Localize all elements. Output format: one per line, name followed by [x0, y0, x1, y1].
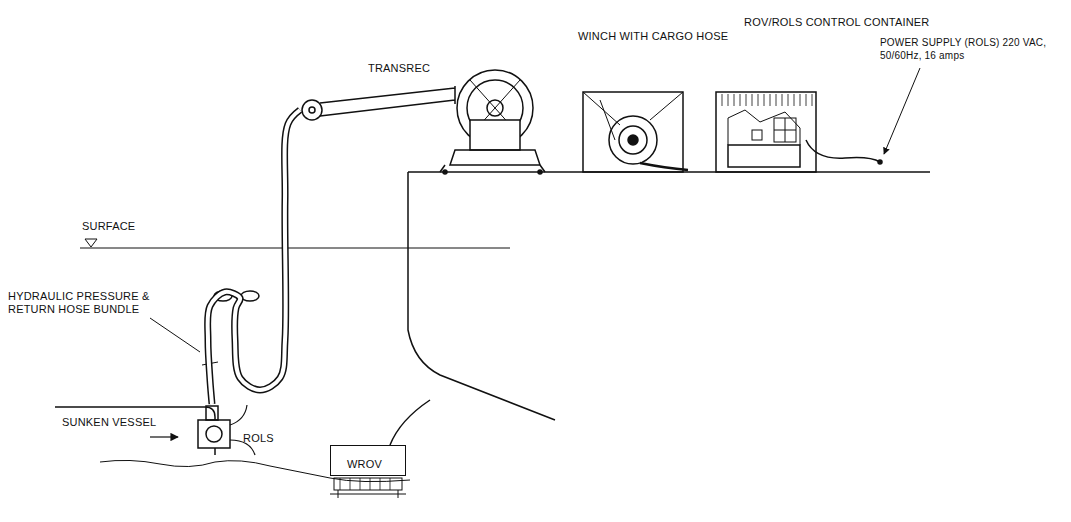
hose-bundle-group [208, 110, 300, 404]
control-container: ROV/ROLS CONTROL CONTAINER [712, 12, 942, 174]
sunken-vessel: SUNKEN VESSEL [58, 409, 198, 453]
transrec-foot [443, 170, 447, 174]
rols-unit-group: ROLS [193, 404, 280, 452]
roof-stripe [734, 94, 735, 106]
roof-stripe [764, 94, 765, 106]
hose-connector [208, 110, 300, 404]
roof-stripe [758, 94, 759, 106]
node-label: TRANSREC [368, 62, 430, 75]
winch-hub [628, 135, 638, 145]
node-label: ROV/ROLS CONTROL CONTAINER [744, 16, 930, 29]
transrec-machine: TRANSREC [300, 58, 545, 170]
winch-reel [609, 116, 657, 164]
panel-grid [774, 118, 796, 142]
roof-stripe [746, 94, 747, 106]
transrec-arm [320, 86, 455, 116]
roof-stripe [776, 94, 777, 106]
wrov-skid [334, 478, 402, 490]
roof-stripe [788, 94, 789, 106]
transrec-motor [470, 120, 520, 150]
surface-marker [85, 239, 97, 247]
vessel-hull [55, 407, 215, 455]
roof-stripe [740, 94, 741, 106]
wrov-box: WROV [330, 445, 406, 476]
power-cable [806, 140, 880, 162]
sheave [302, 100, 322, 120]
cargo-hose-end [640, 163, 688, 170]
wrov-umbilical [390, 400, 430, 445]
rols-coupling [206, 406, 218, 420]
roof-stripe [770, 94, 771, 106]
control-desk [728, 145, 800, 167]
rols-pump [206, 426, 222, 442]
leader-line [150, 318, 200, 352]
monitor [752, 130, 762, 140]
roof-stripe [782, 94, 783, 106]
ship-hull [408, 172, 555, 420]
power-supply-label: POWER SUPPLY (ROLS) 220 VAC, 50/60Hz, 16… [880, 36, 1060, 62]
roof-stripe [722, 94, 723, 106]
transrec-foot [538, 170, 542, 174]
cable-end [878, 160, 882, 164]
wrov-frame [330, 490, 406, 498]
flow-arrow [150, 436, 178, 437]
container-frame [716, 92, 816, 172]
roof-stripe [806, 94, 807, 106]
hose-core [208, 110, 300, 404]
hose-bundle-label: HYDRAULIC PRESSURE & RETURN HOSE BUNDLE [8, 290, 158, 316]
roof-stripe [800, 94, 801, 106]
roof-stripe [728, 94, 729, 106]
rols-hoses [230, 405, 255, 455]
winch-frame [583, 92, 683, 172]
node-label: ROLS [243, 432, 274, 445]
winch-reel-inner [619, 126, 647, 154]
roof-stripe [812, 94, 813, 106]
leader-line [884, 68, 920, 154]
rols-unit [198, 420, 230, 448]
node-label: WROV [347, 458, 382, 471]
node-label: SUNKEN VESSEL [62, 416, 156, 429]
roof-stripe [794, 94, 795, 106]
surface-line [80, 248, 510, 249]
transrec-feet [440, 165, 545, 172]
sheave-hub [309, 107, 315, 113]
control-equipment [728, 110, 800, 145]
hose-float [241, 291, 259, 301]
winch-box: WINCH WITH CARGO HOSE [575, 26, 734, 174]
roof-stripe [752, 94, 753, 106]
surface-label: SURFACE [82, 220, 172, 233]
node-label: WINCH WITH CARGO HOSE [578, 30, 728, 43]
wrov-thrusters [340, 478, 390, 490]
control-panel [774, 118, 796, 142]
transrec-base [450, 150, 540, 165]
